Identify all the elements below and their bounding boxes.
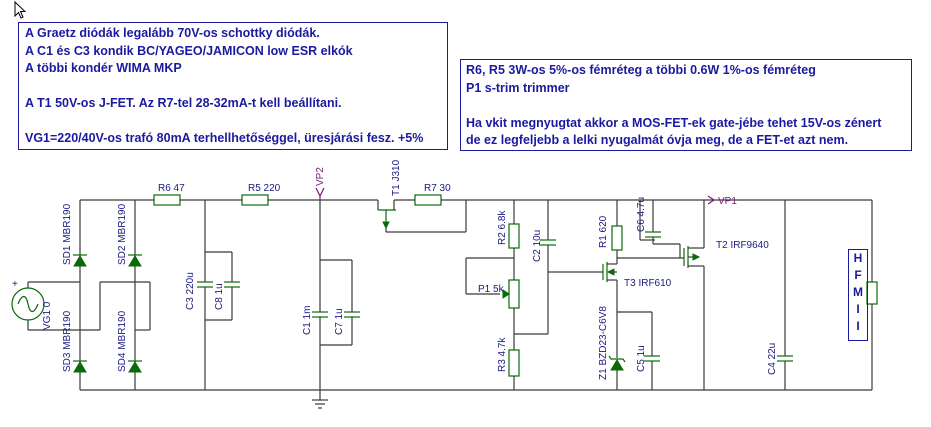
jfet-t1 <box>377 200 467 233</box>
label-c1: C1 1m <box>302 306 313 335</box>
polarity-plus: + <box>12 279 18 290</box>
hfmi-letter: M <box>853 285 863 299</box>
label-sd2: SD2 MBR190 <box>117 203 128 265</box>
label-vg1: VG1 0 <box>42 301 53 330</box>
label-vp1: VP1 <box>718 196 737 207</box>
hfmi-label-box: H F M I I <box>848 249 868 341</box>
label-r2: R2 6.8k <box>497 210 508 245</box>
capacitor-c4 <box>777 200 793 390</box>
hfmi-letter: H <box>853 251 863 265</box>
resistor-r5 <box>241 194 269 206</box>
label-c8: C8 1u <box>214 283 225 310</box>
note-left: A Graetz diódák legalább 70V-os schottky… <box>18 22 448 150</box>
label-t1: T1 J310 <box>391 159 402 196</box>
load-hfmi <box>866 200 878 390</box>
label-c2: C2 10u <box>532 230 543 262</box>
note-line: de ez legfeljebb a lelki nyugalmát óvja … <box>466 133 849 147</box>
note-line: R6, R5 3W-os 5%-os fémréteg a többi 0.6W… <box>466 63 816 77</box>
capacitor-c3-c8 <box>197 200 240 390</box>
stage-t3 <box>548 200 660 390</box>
voltage-source-vg1: + <box>11 279 45 330</box>
label-r6: R6 47 <box>158 183 185 194</box>
label-t3: T3 IRF610 <box>624 278 672 289</box>
probe-vp2-icon <box>315 187 325 198</box>
label-c6: C6 4.7u <box>636 197 647 232</box>
label-c7: C7 1u <box>334 308 345 335</box>
note-line: P1 s-trim trimmer <box>466 80 570 95</box>
probe-vp1-icon <box>707 195 716 205</box>
hfmi-letter: I <box>856 319 860 333</box>
label-sd3: SD3 MBR190 <box>62 310 73 372</box>
hfmi-letter: I <box>856 302 860 316</box>
diode-sd4 <box>128 361 142 373</box>
note-line <box>25 113 441 131</box>
note-line <box>466 97 906 115</box>
note-line: A Graetz diódák legalább 70V-os schottky… <box>25 26 320 40</box>
resistor-r7 <box>414 194 442 206</box>
diode-sd3 <box>73 361 87 373</box>
label-p1: P1 5k <box>478 284 505 295</box>
ground-rail <box>80 389 872 409</box>
bridge-rectifier <box>28 200 151 390</box>
label-vp2: VP2 <box>315 167 326 186</box>
label-c4: C4 22u <box>767 343 778 375</box>
note-line: A C1 és C3 kondik BC/YAGEO/JAMICON low E… <box>25 43 353 58</box>
stage-t2 <box>617 200 705 390</box>
note-right: R6, R5 3W-os 5%-os fémréteg a többi 0.6W… <box>460 59 912 151</box>
capacitor-c1-c7 <box>312 200 360 390</box>
label-r1: R1 620 <box>598 215 609 248</box>
label-c5: C5 1u <box>636 345 647 372</box>
label-c3: C3 220u <box>185 272 196 310</box>
capacitor-c2 <box>540 200 556 334</box>
hfmi-letter: F <box>854 268 862 282</box>
resistor-r6 <box>153 194 181 206</box>
mouse-cursor-icon <box>14 0 27 19</box>
note-line: A T1 50V-os J-FET. Az R7-tel 28-32mA-t k… <box>25 96 342 110</box>
note-line: Ha vkit megnyugtat akkor a MOS-FET-ek ga… <box>466 115 882 130</box>
label-z1: Z1 BZD23-C6V8 <box>598 306 609 380</box>
label-r5: R5 220 <box>248 183 281 194</box>
note-line: VG1=220/40V-os trafó 80mA terhellhetőség… <box>25 131 424 145</box>
diode-sd1 <box>73 255 87 267</box>
note-line: A többi kondér WIMA MKP <box>25 61 182 75</box>
diode-sd2 <box>128 255 142 267</box>
label-t2: T2 IRF9640 <box>716 240 769 251</box>
note-line <box>25 78 441 96</box>
divider-r2-p1-r3 <box>465 200 548 390</box>
label-r3: R3 4.7k <box>497 337 508 372</box>
label-sd1: SD1 MBR190 <box>62 203 73 265</box>
label-sd4: SD4 MBR190 <box>117 310 128 372</box>
label-r7: R7 30 <box>424 183 451 194</box>
